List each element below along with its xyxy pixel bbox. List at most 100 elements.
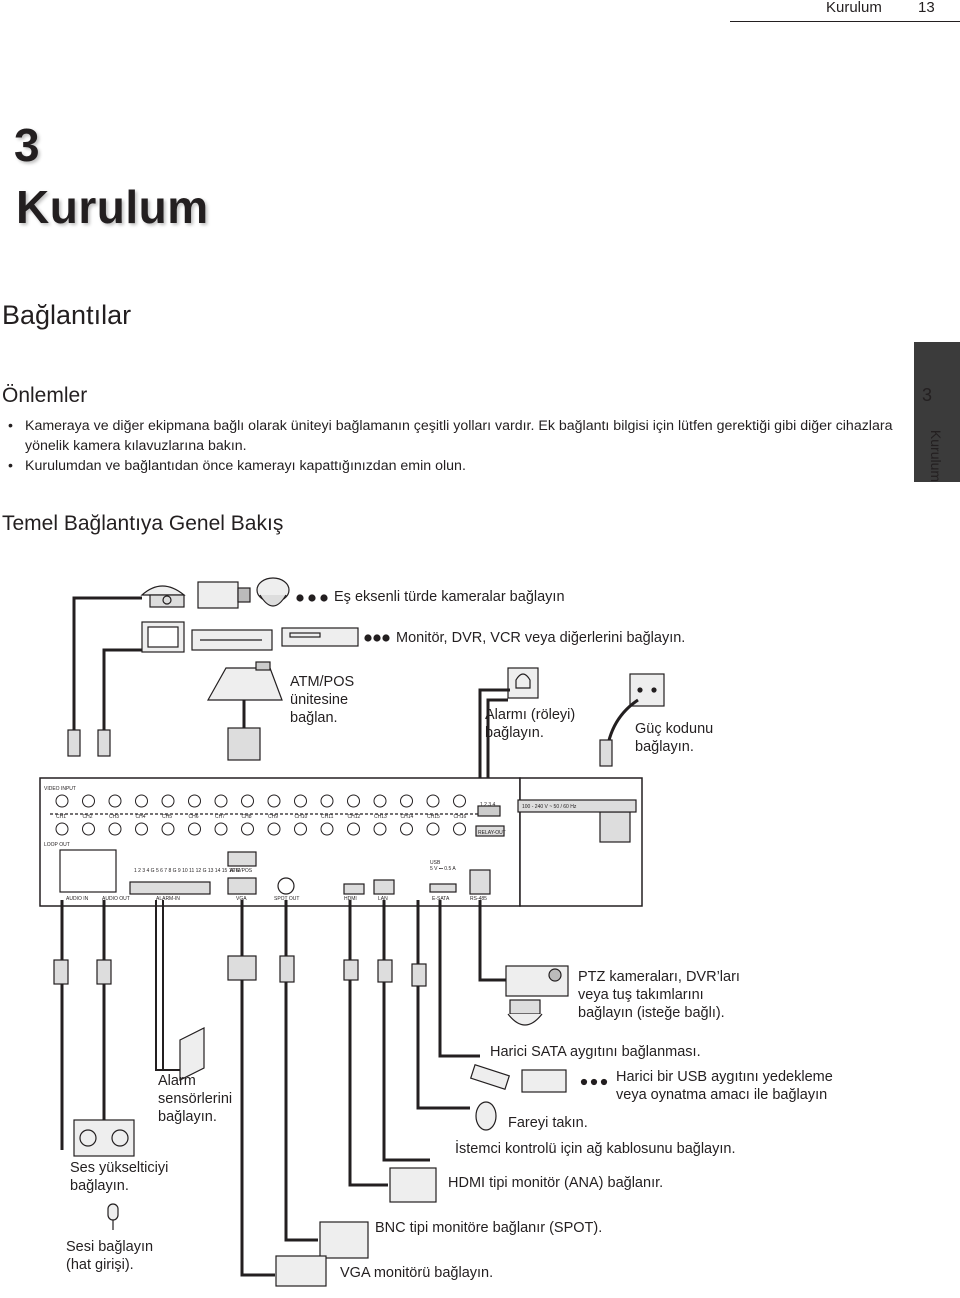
alarm-sensor-icon <box>179 1027 205 1081</box>
amplifier-icon <box>73 1119 135 1157</box>
channel-label: CH4 <box>136 814 146 820</box>
channel-label: CH1 <box>56 814 66 820</box>
label-atm: ATM/POS ünitesine bağlan. <box>290 674 355 726</box>
panel-audio-in-label: AUDIO IN <box>66 896 89 902</box>
panel-alarm-numbers: 1 2 3 4 G 5 6 7 8 G 9 10 11 12 G 13 14 1… <box>134 868 240 874</box>
channel-label: CH5 <box>162 814 172 820</box>
bnc-loop-connector <box>135 822 148 836</box>
bnc-loop-connector <box>347 822 360 836</box>
usb-stick-icon <box>469 1064 511 1090</box>
bnc-input-connector <box>294 794 307 808</box>
channel-label: CH10 <box>295 814 308 820</box>
label-mouse: Fareyi takın. <box>508 1115 588 1131</box>
channel-label: CH7 <box>215 814 225 820</box>
channel-label: CH6 <box>189 814 199 820</box>
bnc-input-connector <box>373 794 387 808</box>
bnc-input-connector <box>320 794 334 808</box>
connection-diagram: VIDEO INPUT LOOP OUT 1 2 3 4 RELAY-OUT 1… <box>0 560 960 1293</box>
precaution-item: Kameraya ve diğer ekipmana bağlı olarak … <box>8 417 898 456</box>
bnc-loop-connector <box>453 822 466 836</box>
microphone-icon <box>107 1203 119 1230</box>
serial-connector-icon <box>227 727 261 761</box>
side-tab <box>914 342 960 482</box>
channel-label: CH16 <box>454 814 467 820</box>
label-alarm-relay: Alarmı (röleyi) bağlayın. <box>485 707 576 741</box>
power-socket-icon <box>599 811 631 843</box>
vga-monitor-icon <box>275 1255 327 1287</box>
channel-label: CH14 <box>401 814 414 820</box>
bnc-input-connector <box>347 794 360 808</box>
panel-relay-out-label: RELAY-OUT <box>478 830 506 836</box>
bnc-loop-connector <box>82 822 95 836</box>
panel-vga-label: VGA <box>236 896 247 902</box>
channel-label: CH3 <box>109 814 119 820</box>
dome-camera-icon <box>140 585 186 608</box>
bnc-loop-connector <box>214 822 228 836</box>
bnc-input-connector <box>82 794 95 808</box>
bnc-loop-connector <box>400 822 413 836</box>
pos-terminal-icon <box>206 661 283 701</box>
bnc-loop-connector <box>267 822 281 836</box>
panel-loop-out-label: LOOP OUT <box>44 842 70 848</box>
bnc-input-connector <box>426 794 440 808</box>
bnc-loop-connector <box>188 822 201 836</box>
bnc-input-connector <box>135 794 148 808</box>
hdmi-monitor-icon <box>389 1167 437 1203</box>
bnc-input-connector <box>108 794 122 808</box>
channel-label: CH15 <box>427 814 440 820</box>
section-title: Bağlantılar <box>2 300 132 330</box>
bnc-input-connector <box>55 794 69 808</box>
label-sata: Harici SATA aygıtını bağlanması. <box>490 1044 701 1060</box>
bnc-input-connector <box>214 794 228 808</box>
page-number: 13 <box>918 0 935 16</box>
panel-atm-pos-label: ATM/POS <box>230 868 253 874</box>
channel-label: CH12 <box>348 814 361 820</box>
label-ptz: PTZ kameraları, DVR’ları veya tuş takıml… <box>578 969 740 1021</box>
panel-esata-label: E-SATA <box>432 896 450 902</box>
bnc-input-connector <box>400 794 413 808</box>
chapter-title: Kurulum <box>16 181 209 233</box>
bnc-input-connector <box>241 794 254 808</box>
bnc-loop-connector <box>320 822 334 836</box>
box-camera-icon <box>197 581 251 609</box>
channel-label: CH2 <box>83 814 93 820</box>
label-monitor: Monitör, DVR, VCR veya diğerlerini bağla… <box>396 630 686 646</box>
connection-diagram-svg: VIDEO INPUT LOOP OUT 1 2 3 4 RELAY-OUT 1… <box>39 577 665 1287</box>
bnc-loop-connector <box>373 822 387 836</box>
panel-rs485-label: RS-485 <box>470 896 487 902</box>
panel-usb-rating: 5 V ⎓ 0.5 A <box>430 866 456 872</box>
label-vga: VGA monitörü bağlayın. <box>340 1265 494 1281</box>
bnc-loop-connector <box>108 822 122 836</box>
header-section-title: Kurulum <box>826 0 882 16</box>
alarm-siren-icon <box>507 667 539 699</box>
bnc-input-connector <box>267 794 281 808</box>
label-audio-in: Sesi bağlayın (hat girişi). <box>66 1239 154 1273</box>
overview-title: Temel Bağlantıya Genel Bakış <box>2 512 284 535</box>
bnc-loop-connector <box>294 822 307 836</box>
panel-lan-label: LAN <box>378 896 388 902</box>
sata-drive-icon <box>521 1069 567 1093</box>
panel-video-input-label: VIDEO INPUT <box>44 786 76 792</box>
ptz-keyboard-icon <box>505 965 569 997</box>
channel-label: CH11 <box>321 814 334 820</box>
label-alarm-sensors: Alarm sensörlerini bağlayın. <box>158 1073 233 1125</box>
panel-alarm-in-label: ALARM-IN <box>156 896 180 902</box>
label-hdmi: HDMI tipi monitör (ANA) bağlanır. <box>448 1175 664 1191</box>
label-bnc-spot: BNC tipi monitöre bağlanır (SPOT). <box>375 1220 603 1236</box>
precautions-title: Önlemler <box>2 384 88 407</box>
panel-relay-numbers: 1 2 3 4 <box>480 802 496 808</box>
panel-spot-out-label: SPOT OUT <box>274 896 299 902</box>
bnc-input-connector <box>453 794 466 808</box>
label-usb: Harici bir USB aygıtını yedekleme veya o… <box>616 1069 833 1103</box>
bnc-input-connector <box>188 794 201 808</box>
channel-label: CH9 <box>268 814 278 820</box>
power-plug-icon <box>599 739 613 767</box>
vcr-device-icon <box>281 627 359 647</box>
bnc-loop-connector <box>161 822 175 836</box>
channel-label: CH13 <box>374 814 387 820</box>
panel-hdmi-label: HDMI <box>344 896 357 902</box>
label-power: Güç kodunu bağlayın. <box>635 721 714 755</box>
header-rule <box>730 21 960 22</box>
precaution-item: Kurulumdan ve bağlantıdan önce kamerayı … <box>8 457 898 477</box>
